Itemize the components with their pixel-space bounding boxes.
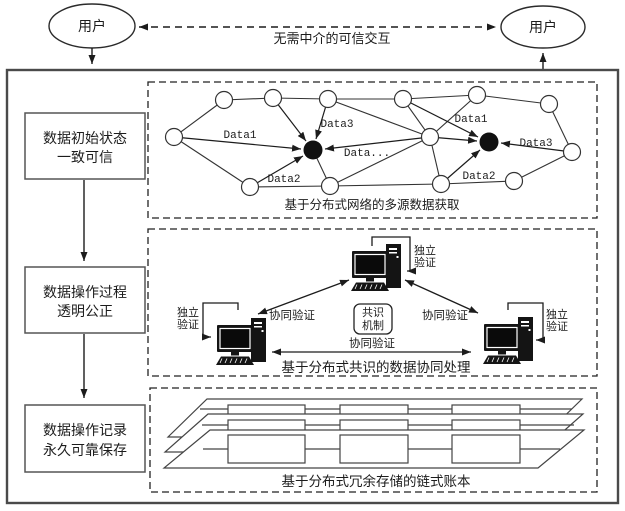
- collab-arrow-top-left: [257, 279, 350, 315]
- step-3-line-1: 数据操作记录: [43, 422, 127, 438]
- edge-label: Data3: [519, 138, 552, 150]
- edge-label: Data1: [223, 130, 256, 142]
- edge-label: Data1: [454, 114, 487, 126]
- consensus-mechanism-line-1: 共识: [362, 306, 384, 319]
- step-boxes: 数据初始状态 一致可信 数据操作过程 透明公正 数据操作记录 永久可靠保存: [24, 112, 146, 473]
- ledger-plane-front: [162, 429, 586, 469]
- svg-text:独立: 独立: [177, 305, 199, 319]
- collaborative-verify-labels: 协同验证 协同验证 协同验证: [269, 308, 468, 350]
- user-left-label: 用户: [78, 18, 106, 34]
- edge-label: Data3: [320, 119, 353, 131]
- self-verify-loop-left: [202, 302, 239, 341]
- panel-consensus: 独立 验证 独立 验证 独立 验证 协同验证 协同验证 协同验证 共识 机制 基…: [147, 228, 598, 377]
- network-nodes: [164, 85, 582, 197]
- svg-text:协同验证: 协同验证: [269, 308, 315, 322]
- computer-icon-left: [215, 317, 267, 366]
- edge-label: Data2: [462, 171, 495, 183]
- step-1-line-1: 数据初始状态: [43, 130, 127, 146]
- top-users-section: 用户 用户 无需中介的可信交互: [48, 3, 586, 70]
- svg-text:验证: 验证: [414, 255, 436, 269]
- consensus-mechanism-line-2: 机制: [362, 318, 384, 332]
- panel-ledger: 基于分布式冗余存储的链式账本: [149, 387, 598, 493]
- aggregator-node-right: [479, 132, 499, 152]
- computer-icon-top: [350, 243, 402, 292]
- interaction-label: 无需中介的可信交互: [273, 31, 390, 46]
- panel-network-caption: 基于分布式网络的多源数据获取: [284, 197, 460, 212]
- collab-arrow-top-right: [404, 279, 479, 314]
- user-right-label: 用户: [529, 19, 557, 35]
- step-3-line-2: 永久可靠保存: [43, 442, 127, 458]
- step-box-2: [24, 266, 146, 334]
- self-verify-loop-top: [371, 236, 416, 275]
- panel-ledger-caption: 基于分布式冗余存储的链式账本: [282, 473, 471, 489]
- svg-text:协同验证: 协同验证: [349, 336, 395, 350]
- user-right-ellipse: [500, 5, 586, 49]
- computer-icon-right: [482, 316, 534, 365]
- svg-text:验证: 验证: [546, 319, 568, 333]
- panel-consensus-caption: 基于分布式共识的数据协同处理: [282, 359, 471, 375]
- edge-label: Data...: [344, 148, 390, 160]
- consensus-mechanism-box: [353, 303, 393, 335]
- svg-text:验证: 验证: [177, 317, 199, 331]
- svg-text:协同验证: 协同验证: [422, 308, 468, 322]
- step-2-line-2: 透明公正: [57, 303, 113, 319]
- independent-verify-labels: 独立 验证 独立 验证 独立 验证: [177, 243, 568, 333]
- aggregator-node-left: [303, 140, 323, 160]
- svg-text:独立: 独立: [414, 243, 436, 257]
- edge-label: Data2: [267, 174, 300, 186]
- panel-network: Data1 Data3 Data2 Data... Data1 Data3 Da…: [147, 81, 598, 219]
- step-2-line-1: 数据操作过程: [43, 284, 127, 300]
- outer-frame: [5, 68, 620, 505]
- step-box-1: [24, 112, 146, 180]
- step-1-line-2: 一致可信: [57, 149, 113, 165]
- network-edge-labels: Data1 Data3 Data2 Data... Data1 Data3 Da…: [223, 114, 552, 186]
- step-box-3: [24, 404, 146, 473]
- svg-text:独立: 独立: [546, 307, 568, 321]
- self-verify-loop-right: [507, 302, 545, 344]
